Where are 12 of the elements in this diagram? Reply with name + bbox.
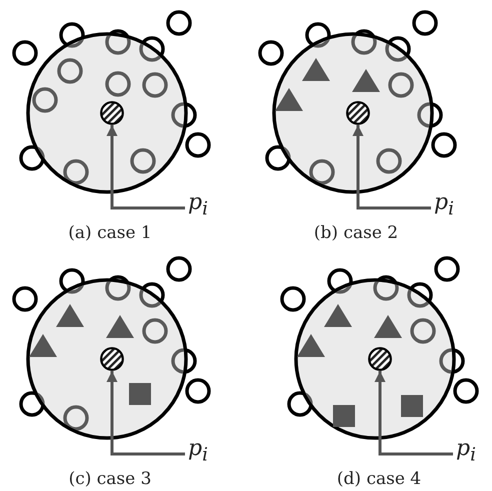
point-label: p$_{i}$ [188, 436, 208, 468]
leader-arrow [106, 371, 185, 456]
point-label: p$_{i}$ [456, 436, 476, 468]
point-label: p$_{i}$ [434, 190, 454, 222]
leader-arrow [106, 125, 185, 210]
leader-arrow [352, 125, 431, 210]
panel-caption: (b) case 2 [314, 222, 398, 244]
panel-caption: (c) case 3 [68, 468, 152, 490]
point-label: p$_{i}$ [188, 190, 208, 222]
leader-arrow [374, 371, 453, 456]
panel-caption: (a) case 1 [68, 222, 152, 244]
panel-caption: (d) case 4 [336, 468, 422, 490]
